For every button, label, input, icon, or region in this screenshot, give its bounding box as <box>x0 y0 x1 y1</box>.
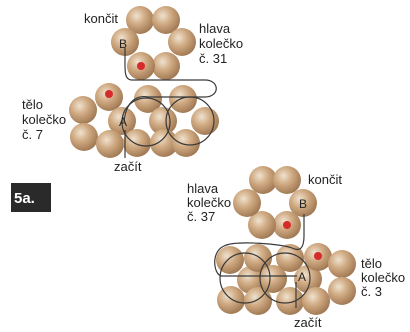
bead <box>126 6 154 34</box>
point-b-label: B <box>299 197 307 211</box>
top-body-cluster <box>69 83 219 158</box>
bottom-diagram: A B končit hlava kolečko č. 37 tělo kole… <box>187 166 405 330</box>
bead <box>276 244 304 272</box>
bead <box>294 265 322 293</box>
body-label-line-3: č. 7 <box>22 127 43 142</box>
bead <box>249 166 277 194</box>
bead <box>276 287 304 315</box>
head-label-line-2: kolečko <box>187 195 231 210</box>
body-label-line-2: kolečko <box>22 112 66 127</box>
bottom-thread-path <box>214 214 311 308</box>
top-thread-path <box>121 48 217 158</box>
bead <box>70 123 98 151</box>
end-label: končit <box>308 172 342 187</box>
bead <box>328 277 356 305</box>
bottom-body-cluster <box>216 243 356 315</box>
start-label: začít <box>114 159 142 174</box>
head-label-line-1: hlava <box>187 181 219 196</box>
marker-dot <box>283 221 291 229</box>
start-label: začít <box>294 315 322 330</box>
bead <box>191 107 219 135</box>
top-head-ring <box>111 6 196 80</box>
bead <box>169 85 197 113</box>
bead <box>96 130 124 158</box>
point-a-label: A <box>119 115 127 129</box>
bead <box>152 52 180 80</box>
head-label-line-3: č. 37 <box>187 209 215 224</box>
bead <box>172 129 200 157</box>
bead <box>69 96 97 124</box>
bead <box>149 107 177 135</box>
point-a-label: A <box>298 270 306 284</box>
bead <box>302 287 330 315</box>
bead <box>289 189 317 217</box>
bead <box>111 28 139 56</box>
bead <box>248 211 276 239</box>
bead <box>168 28 196 56</box>
body-label-line-2: kolečko <box>361 270 405 285</box>
body-label-line-1: tělo <box>361 256 382 271</box>
bead <box>216 246 244 274</box>
bead <box>244 287 272 315</box>
bead <box>244 244 272 272</box>
bead <box>123 129 151 157</box>
bead <box>134 85 162 113</box>
step-badge-text: 5a. <box>14 190 35 207</box>
bead <box>259 265 287 293</box>
bottom-head-ring <box>233 166 317 239</box>
bead <box>273 166 301 194</box>
body-label-line-1: tělo <box>22 97 43 112</box>
head-label-line-3: č. 31 <box>199 51 227 66</box>
bead <box>328 250 356 278</box>
bead <box>217 286 245 314</box>
step-badge: 5a. <box>11 183 51 212</box>
marker-dot <box>105 90 113 98</box>
body-label-line-3: č. 3 <box>361 284 382 299</box>
bead <box>152 6 180 34</box>
top-diagram: A B končit hlava kolečko č. 31 tělo kole… <box>22 6 243 174</box>
head-label-line-2: kolečko <box>199 36 243 51</box>
point-b-label: B <box>119 37 127 51</box>
bead <box>233 189 261 217</box>
head-label-line-1: hlava <box>199 21 231 36</box>
marker-dot <box>137 62 145 70</box>
marker-dot <box>314 252 322 260</box>
end-label: končit <box>84 11 118 26</box>
